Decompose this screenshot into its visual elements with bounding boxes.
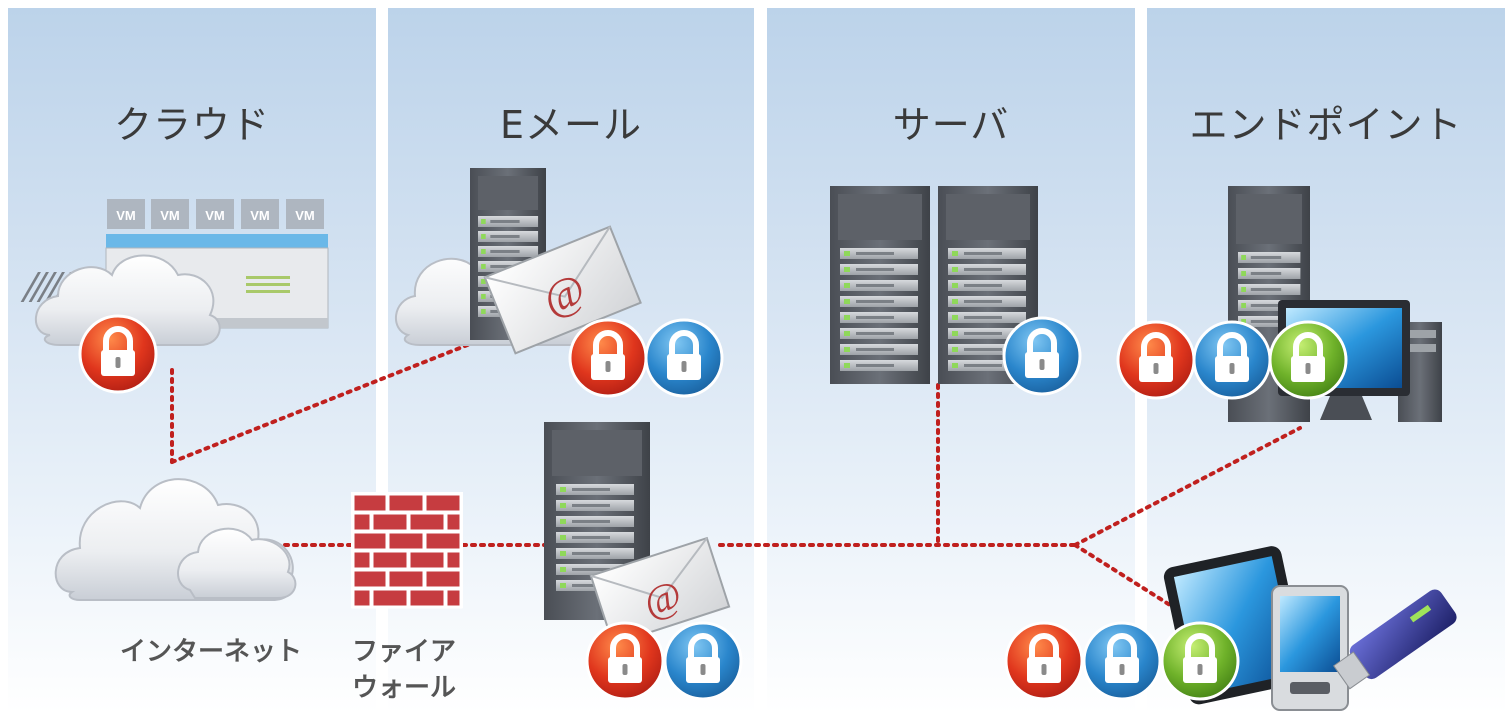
- firewall-icon: [351, 492, 463, 609]
- lock-red-icon: [1116, 320, 1196, 400]
- lock-red-icon: [568, 318, 648, 398]
- lock-green-icon: [1268, 320, 1348, 400]
- lock-blue-icon: [1192, 320, 1272, 400]
- mail-gateway-server-icon: [544, 422, 650, 620]
- connector-internet-email: [170, 338, 482, 464]
- lock-red-icon: [1004, 621, 1084, 701]
- lock-blue-icon: [663, 621, 743, 701]
- vm-label: VM: [205, 208, 225, 223]
- internet-label: インターネット: [120, 637, 303, 667]
- connector-mobile: [1073, 543, 1172, 607]
- phone-icon: [1271, 585, 1349, 711]
- mobile-devices-icon: [1163, 546, 1457, 711]
- connector-lines: [170, 338, 1302, 607]
- lock-red-icon: [585, 621, 665, 701]
- firewall-label-line1: ファイア: [352, 637, 457, 667]
- vm-blocks: VM VM VM VM VM: [107, 199, 324, 229]
- connector-desktop: [1073, 426, 1302, 547]
- column-title-server: サーバ: [892, 103, 1010, 147]
- lock-blue-icon: [644, 318, 724, 398]
- lock-red-icon: [78, 314, 158, 394]
- vm-label: VM: [160, 208, 180, 223]
- internet-cloud-icon: [54, 478, 297, 601]
- envelope-icon: @: [589, 536, 731, 646]
- envelope-icon: @: [483, 225, 642, 355]
- vm-label: VM: [116, 208, 136, 223]
- lock-blue-icon: [1002, 316, 1082, 396]
- lock-green-icon: [1160, 621, 1240, 701]
- lock-blue-icon: [1082, 621, 1162, 701]
- firewall-label-line2: ウォール: [352, 673, 457, 703]
- vm-label: VM: [295, 208, 315, 223]
- column-title-endpoint: エンドポイント: [1189, 103, 1463, 147]
- vm-label: VM: [250, 208, 270, 223]
- column-title-email: Eメール: [499, 103, 642, 147]
- usb-drive-icon: [1333, 589, 1457, 690]
- cloud-icon: [35, 254, 221, 346]
- column-title-cloud: クラウド: [113, 103, 270, 147]
